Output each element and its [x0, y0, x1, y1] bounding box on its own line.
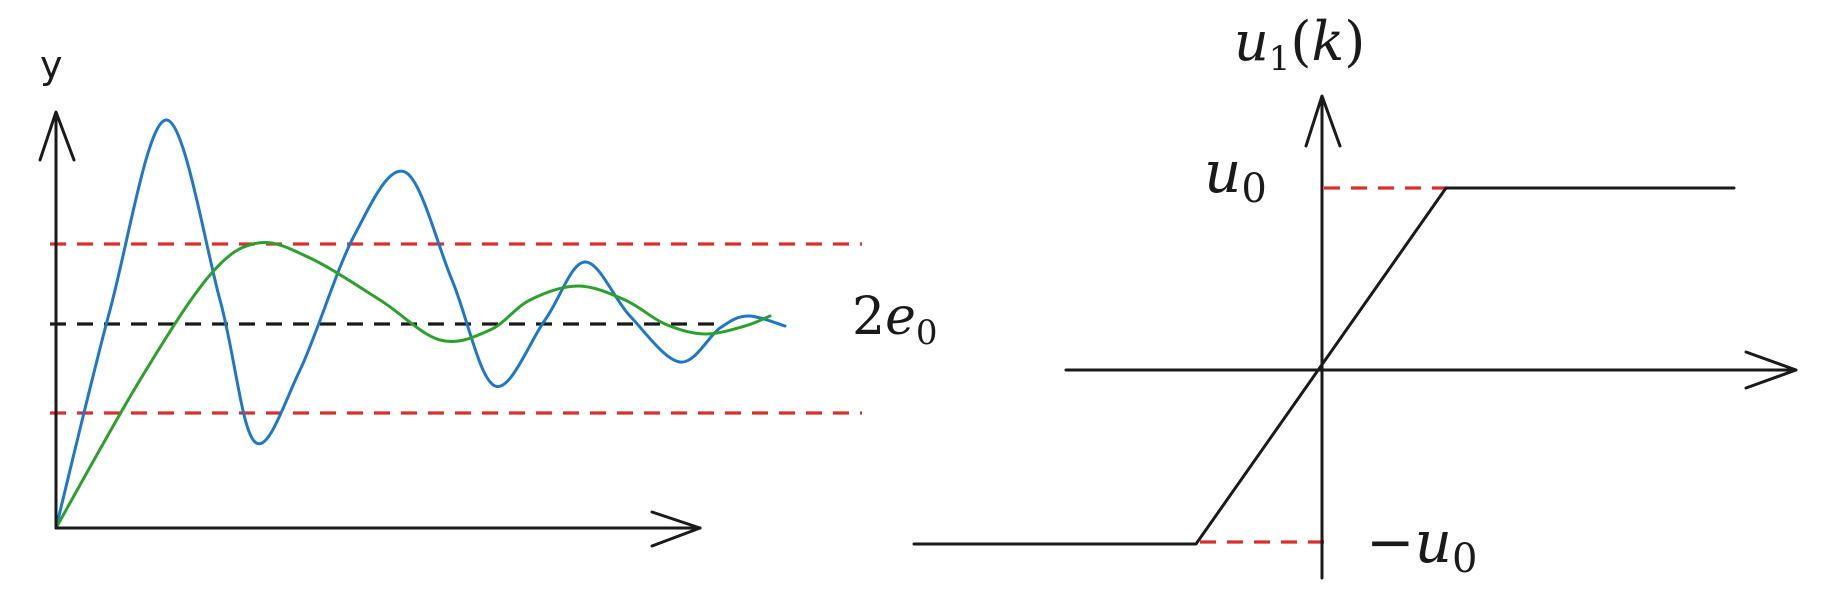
horizontal-axis-arrowhead: [1744, 350, 1798, 390]
saturation-diagram: u1(k) u0 −u0: [912, 10, 1798, 582]
vertical-axis-label: u1(k): [1234, 10, 1365, 79]
response-diagram: y 2e0: [38, 43, 938, 548]
level-label: 2e0: [852, 287, 938, 353]
upper-limit-label: u0: [1204, 138, 1267, 212]
damped-response-curve: [54, 240, 772, 530]
y-axis-label: y: [40, 43, 63, 87]
y-axis-arrowhead: [38, 110, 76, 162]
x-axis-arrowhead: [650, 510, 702, 548]
oscillating-response-curve: [54, 118, 787, 530]
saturation-curve: [912, 186, 1736, 546]
vertical-axis-arrowhead: [1304, 94, 1342, 148]
lower-limit-label: −u0: [1366, 508, 1477, 582]
